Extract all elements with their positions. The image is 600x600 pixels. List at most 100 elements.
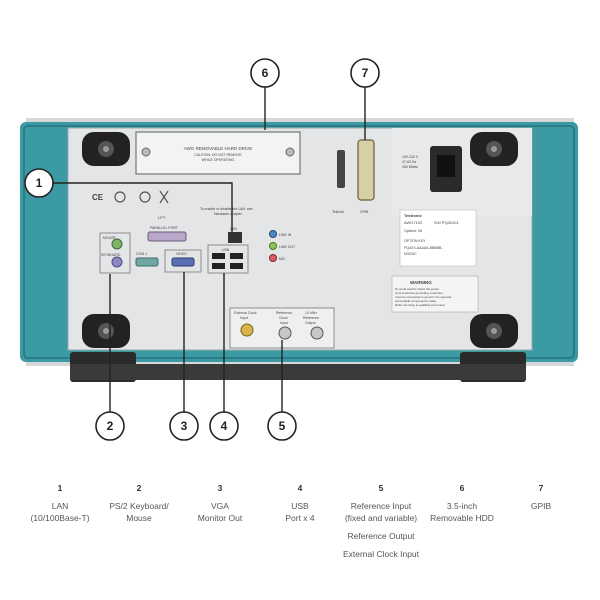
warning-text-5: Refer servicing to qualified personnel. bbox=[395, 303, 445, 307]
model-text: AWG7102 bbox=[404, 220, 423, 225]
legend-number: 4 bbox=[297, 483, 303, 493]
legend-text: VGA bbox=[211, 501, 229, 511]
warning-text-3: must be connected to ground. No operator bbox=[395, 295, 451, 299]
legend-number: 7 bbox=[538, 483, 544, 493]
callout-1: 1 bbox=[24, 168, 54, 198]
ref-out-label-1: 10 MHz bbox=[305, 311, 317, 315]
ref-output-connector bbox=[310, 326, 324, 340]
parallel-port bbox=[147, 231, 187, 242]
warning-label bbox=[391, 275, 479, 313]
usb-port-3 bbox=[212, 263, 225, 269]
legend-text: Reference Output bbox=[347, 531, 415, 541]
line-in-label: LINE IN bbox=[279, 233, 292, 237]
callout-2: 2 bbox=[95, 411, 125, 441]
parallel-port-label: PARALLEL PORT bbox=[150, 226, 179, 230]
keyboard-label: KEYBOARD bbox=[101, 253, 121, 257]
option-key-value-2: DDDDC bbox=[404, 252, 417, 256]
ps2-mouse-port bbox=[111, 238, 123, 250]
callout-6: 6 bbox=[250, 58, 280, 88]
hdd-screw-right bbox=[285, 147, 295, 157]
mic-label: MIC bbox=[279, 257, 286, 261]
ref-input-connector bbox=[278, 326, 292, 340]
com-label: COM 1 bbox=[136, 252, 147, 256]
warning-title: WARNING bbox=[410, 280, 432, 285]
lan-note-1: To enable or disable the LAN, see bbox=[200, 207, 253, 211]
power-label-2: 47-63 Hz bbox=[402, 160, 416, 164]
ref-clock-label-3: Input bbox=[280, 321, 288, 325]
usb-port-4 bbox=[230, 263, 243, 269]
legend-text: LAN bbox=[51, 501, 69, 511]
legend-text: Reference Input bbox=[350, 501, 412, 511]
leader-1 bbox=[53, 182, 233, 232]
product-label bbox=[399, 209, 477, 267]
gpib-label: GPIB bbox=[360, 210, 369, 214]
svg-text:4: 4 bbox=[221, 419, 228, 433]
brand-text: Tektronix bbox=[404, 213, 422, 218]
ref-out-label-3: Output bbox=[305, 321, 316, 325]
legend-number: 5 bbox=[378, 483, 384, 493]
hdd-slot bbox=[135, 131, 301, 175]
ref-clock-label-1: Reference bbox=[276, 311, 292, 315]
svg-text:3: 3 bbox=[181, 419, 188, 433]
legend-text: (fixed and variable) bbox=[344, 513, 418, 523]
bumper-top-left bbox=[82, 132, 130, 166]
option-key-title: OPTION KEY bbox=[404, 239, 426, 243]
legend-text: Monitor Out bbox=[197, 513, 243, 523]
power-inlet-socket bbox=[437, 155, 455, 177]
svg-text:5: 5 bbox=[279, 419, 286, 433]
ext-clock-label-2: Input bbox=[240, 316, 248, 320]
bumper-bottom-left bbox=[82, 314, 130, 348]
legend-item-4: 4 USB Port x 4 bbox=[252, 482, 348, 524]
legend-item-7: 7 GPIB bbox=[493, 482, 589, 512]
legend-item-1: 1 LAN (10/100Base-T) bbox=[12, 482, 108, 524]
legend-item-2: 2 PS/2 Keyboard/ Mouse bbox=[91, 482, 187, 524]
chassis-frame-edge bbox=[23, 125, 575, 359]
svg-text:1: 1 bbox=[36, 176, 43, 190]
lan-port bbox=[228, 232, 242, 243]
power-label-3: 450 Watts bbox=[402, 165, 418, 169]
mouse-label: MOUSE bbox=[103, 236, 117, 240]
legend-text: (10/100Base-T) bbox=[30, 513, 90, 523]
callout-5: 5 bbox=[267, 411, 297, 441]
option-key-value-1: PQ4XX-AAAAA-BBBBB- bbox=[404, 246, 443, 250]
usb-port-2 bbox=[230, 253, 243, 259]
ref-clock-label-2: Clock bbox=[279, 316, 288, 320]
svg-text:2: 2 bbox=[107, 419, 114, 433]
callout-4: 4 bbox=[209, 411, 239, 441]
usb-group-box bbox=[207, 244, 249, 274]
com-port bbox=[135, 257, 159, 267]
vga-port bbox=[171, 257, 195, 267]
warning-text-1: To avoid electric shock the power bbox=[395, 287, 439, 291]
legend-text: USB bbox=[291, 501, 309, 511]
lpt-label: LPT bbox=[158, 215, 166, 220]
hdd-label-1: AWG REMOVABLE HARD DRIVE bbox=[184, 146, 253, 151]
legend-text: PS/2 Keyboard/ bbox=[109, 501, 169, 511]
legend-text: Port x 4 bbox=[285, 513, 315, 523]
teklink-label: TekLink bbox=[332, 210, 344, 214]
hdd-screw-left bbox=[141, 147, 151, 157]
legend-text: GPIB bbox=[530, 501, 552, 511]
svg-text:6: 6 bbox=[262, 66, 269, 80]
ext-clock-label-1: External Clock bbox=[234, 311, 257, 315]
lan-label: LAN bbox=[230, 227, 237, 231]
teklink-port bbox=[337, 150, 345, 188]
usb-port-1 bbox=[212, 253, 225, 259]
legend-item-5: 5 Reference Input (fixed and variable) R… bbox=[333, 482, 429, 560]
serial-text: S/N PQ40101 bbox=[434, 220, 459, 225]
legend-text: External Clock Input bbox=[342, 549, 420, 559]
callout-7: 7 bbox=[350, 58, 380, 88]
lan-note-2: Hardware chapter bbox=[214, 212, 243, 216]
warning-text-2: cord protective grounding conductor bbox=[395, 291, 443, 295]
vga-group-box bbox=[164, 249, 202, 273]
legend-number: 6 bbox=[459, 483, 465, 493]
ext-clock-connector bbox=[240, 323, 254, 337]
legend-item-6: 6 3.5-inch Removable HDD bbox=[414, 482, 510, 524]
legend-number: 2 bbox=[136, 483, 142, 493]
line-out-label: LINE OUT bbox=[279, 245, 296, 249]
line-in-jack bbox=[269, 230, 277, 238]
legend-number: 1 bbox=[57, 483, 63, 493]
warning-text-4: serviceable components inside. bbox=[395, 299, 437, 303]
ps2-keyboard-port bbox=[111, 256, 123, 268]
callout-3: 3 bbox=[169, 411, 199, 441]
